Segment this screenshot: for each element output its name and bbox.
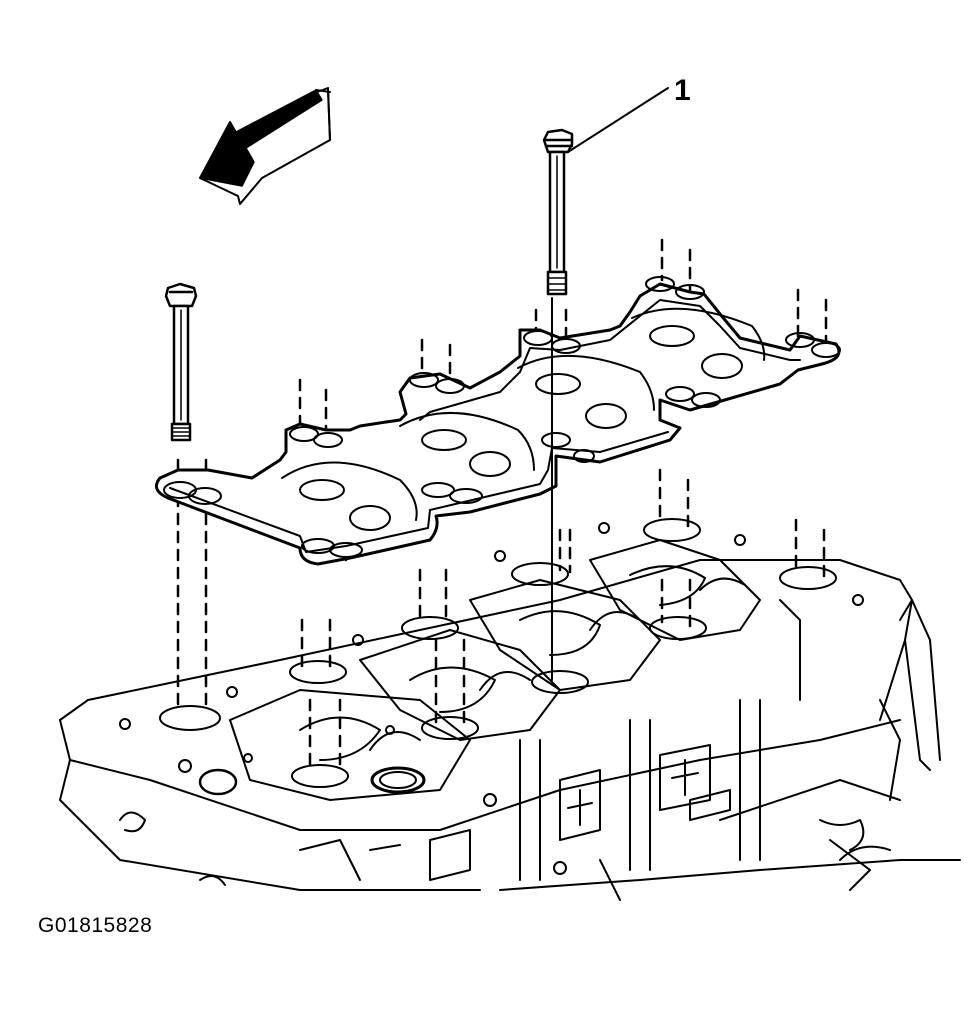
- front-direction-arrow-icon: [199, 87, 331, 205]
- figure-code: G01815828: [38, 914, 153, 937]
- center-long-bolt: [542, 128, 574, 681]
- callout-1: 1: [567, 74, 691, 153]
- left-long-bolt: [164, 282, 198, 442]
- callout-1-label: 1: [674, 74, 691, 107]
- engine-block: [59, 522, 961, 901]
- lower-crankcase-frame: [154, 276, 841, 566]
- block-bolt-bosses: [159, 518, 837, 788]
